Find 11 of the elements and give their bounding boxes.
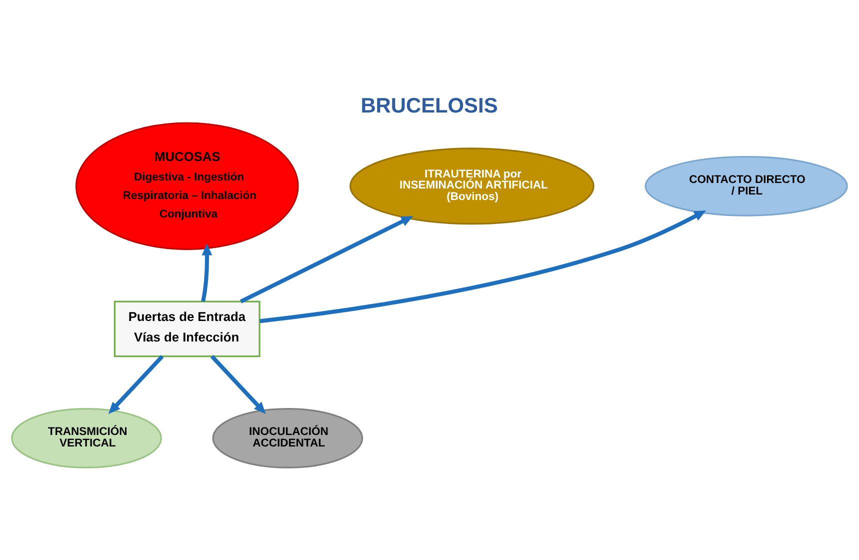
node-ellipse: TRANSMICIÓN VERTICAL: [11, 408, 162, 468]
arrow: [108, 354, 164, 414]
arrow: [260, 210, 706, 323]
node-ellipse: CONTACTO DIRECTO / PIEL: [644, 155, 848, 216]
arrow: [210, 354, 266, 414]
node-ellipse: MUCOSAS Digestiva - Ingestión Respiratoria – Inhalación Conjuntiva: [75, 122, 299, 250]
arrow: [201, 242, 212, 302]
node-ellipse: INOCULACIÓN ACCIDENTAL: [212, 408, 364, 468]
arrow: [240, 216, 414, 303]
node-box: Puertas de Entrada Vías de Infección: [114, 300, 260, 357]
diagram-title: BRUCELOSIS: [360, 94, 498, 117]
